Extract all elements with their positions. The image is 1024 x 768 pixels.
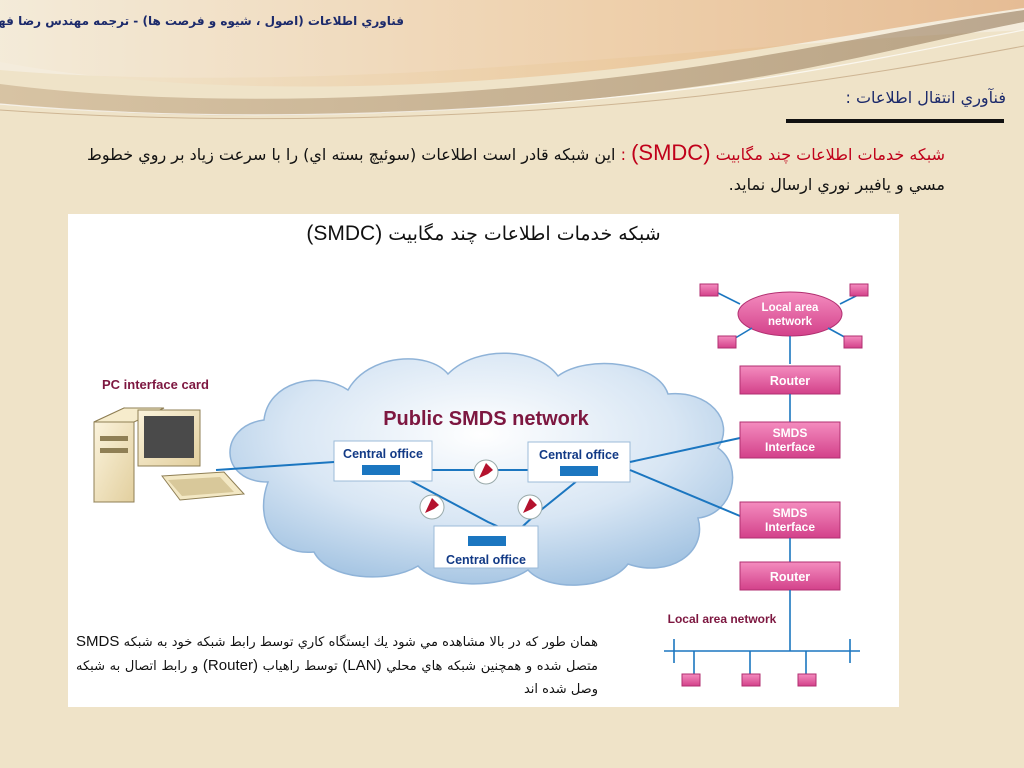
central-office-right-device bbox=[560, 466, 598, 476]
smds-interface-top-label-1: SMDS bbox=[773, 426, 808, 440]
switch-icon bbox=[473, 459, 499, 485]
figure-panel: Public SMDS network Central office Centr… bbox=[68, 214, 899, 707]
router-top-label: Router bbox=[770, 374, 810, 388]
smds-interface-bottom-label-2: Interface bbox=[765, 520, 815, 534]
switch-icon bbox=[517, 494, 543, 520]
link-pc-to-network bbox=[215, 461, 335, 471]
description-paragraph: شبكه خدمات اطلاعات چند مگابيت (SMDC) : ا… bbox=[50, 138, 945, 200]
term-latin: (SMDC) bbox=[631, 140, 711, 165]
central-office-bottom-label: Central office bbox=[446, 553, 526, 567]
smds-interface-top-label-2: Interface bbox=[765, 440, 815, 454]
pc-computer bbox=[93, 407, 246, 503]
central-office-bottom-device bbox=[468, 536, 506, 546]
caption-lan: (LAN) bbox=[342, 657, 382, 674]
router-bottom-label: Router bbox=[770, 570, 810, 584]
lan-node-icon bbox=[797, 673, 817, 687]
router-top-box bbox=[739, 365, 841, 395]
lan-node-icon bbox=[717, 335, 737, 349]
caption-part-3: توسط راهياب bbox=[262, 659, 338, 674]
figure-title-latin: (SMDC) bbox=[306, 222, 383, 245]
lan-node-icon bbox=[681, 673, 701, 687]
lan-node-icon bbox=[741, 673, 761, 687]
figure-title-fa: شبكه خدمات اطلاعات چند مگابيت bbox=[388, 223, 661, 245]
lan-node-icon bbox=[843, 335, 863, 349]
caption-smds: SMDS bbox=[76, 633, 120, 650]
link-office-right-to-smds-bottom bbox=[629, 469, 741, 517]
body-line-2: خطوط مسي و يافيبر نوري ارسال نمايد. bbox=[87, 145, 945, 194]
lan-node-icon bbox=[849, 283, 869, 297]
lan-top-label-1: Local area bbox=[762, 302, 819, 314]
smds-interface-bottom-box bbox=[739, 501, 841, 539]
lan-node-icon bbox=[699, 283, 719, 297]
term-fa: شبكه خدمات اطلاعات چند مگابيت bbox=[715, 145, 945, 164]
figure-title: شبكه خدمات اطلاعات چند مگابيت (SMDC) bbox=[68, 222, 899, 246]
switch-icon bbox=[419, 494, 445, 520]
router-bottom-box bbox=[739, 561, 841, 591]
presentation-header: فناوري اطلاعات (اصول ، شيوه و فرصت ها) -… bbox=[0, 14, 404, 28]
smds-network-diagram: Public SMDS network Central office Centr… bbox=[93, 283, 869, 687]
title-underline bbox=[786, 119, 1004, 123]
central-office-left-label: Central office bbox=[343, 447, 423, 461]
term-colon: : bbox=[620, 145, 626, 164]
link-office-right-to-smds-top bbox=[629, 437, 741, 463]
smds-interface-top-box bbox=[739, 421, 841, 459]
lan-bottom-label: Local area network bbox=[668, 612, 777, 626]
central-office-bottom-box bbox=[433, 525, 539, 569]
figure-caption: همان طور كه در بالا مشاهده مي شود يك ايس… bbox=[76, 630, 598, 701]
caption-router: (Router) bbox=[202, 657, 258, 674]
public-network-label: Public SMDS network bbox=[383, 408, 589, 430]
caption-part-2: متصل شده و همچنين شبكه هاي محلي bbox=[386, 659, 599, 674]
pc-interface-card-label: PC interface card bbox=[102, 377, 209, 392]
central-office-left-device bbox=[362, 465, 400, 475]
lan-top-hub bbox=[737, 291, 843, 337]
body-line-1: اين شبكه قادر است اطلاعات (سوئيچ بسته اي… bbox=[138, 145, 616, 164]
section-title: فنآوري انتقال اطلاعات : bbox=[845, 88, 1006, 107]
lan-top-label-2: network bbox=[768, 316, 813, 328]
caption-part-1: همان طور كه در بالا مشاهده مي شود يك ايس… bbox=[123, 635, 598, 650]
caption-part-4: و رابط اتصال به شبكه وصل شده اند bbox=[76, 659, 598, 697]
smds-interface-bottom-label-1: SMDS bbox=[773, 506, 808, 520]
central-office-right-label: Central office bbox=[539, 448, 619, 462]
lan-bottom-bus bbox=[664, 606, 860, 674]
